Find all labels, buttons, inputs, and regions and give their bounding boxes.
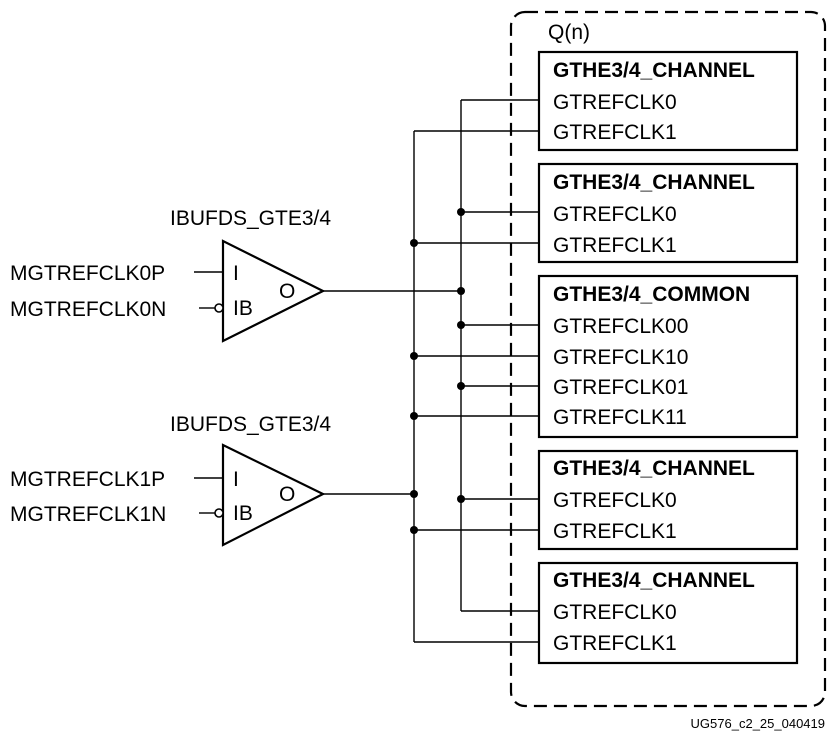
buffer-0-pin-i: I — [233, 262, 239, 285]
buffer-0-pin-o: O — [279, 280, 295, 303]
block-1-title: GTHE3/4_CHANNEL — [553, 171, 755, 194]
buffer-0-input-p: MGTREFCLK0P — [10, 262, 165, 285]
block-3-title: GTHE3/4_CHANNEL — [553, 457, 755, 480]
block-3-pin-1: GTREFCLK1 — [553, 520, 677, 543]
ibufds-1: IBUFDS_GTE3/4 I IB O MGTREFCLK1P MGTREFC… — [10, 413, 331, 547]
ibufds-0: IBUFDS_GTE3/4 I IB O MGTREFCLK0P MGTREFC… — [10, 207, 331, 343]
buffer-1-input-n: MGTREFCLK1N — [10, 503, 166, 526]
quad-boundary — [509, 10, 827, 708]
buffer-1-pin-ib: IB — [233, 502, 253, 525]
buffer-0-input-n: MGTREFCLK0N — [10, 298, 166, 321]
clock-wires — [323, 99, 539, 643]
block-1-pin-1: GTREFCLK1 — [553, 234, 677, 257]
buffer-1-pin-i: I — [233, 468, 239, 491]
block-2-pin-3: GTREFCLK11 — [553, 406, 687, 429]
buffer-1-pin-o: O — [279, 483, 295, 506]
channel-block-4 — [537, 561, 799, 665]
block-4-pin-1: GTREFCLK1 — [553, 632, 677, 655]
figure-id: UG576_c2_25_040419 — [691, 716, 825, 731]
block-2-pin-1: GTREFCLK10 — [553, 346, 688, 369]
buffer-0-triangle — [221, 239, 326, 343]
block-2-title: GTHE3/4_COMMON — [553, 283, 750, 306]
block-1-pin-0: GTREFCLK0 — [553, 203, 677, 226]
channel-block-3 — [537, 449, 799, 551]
channel-block-0 — [537, 50, 799, 152]
inversion-bubble — [214, 508, 224, 518]
block-2-pin-2: GTREFCLK01 — [553, 376, 688, 399]
inversion-bubble — [214, 303, 224, 313]
buffer-1-triangle — [221, 443, 326, 547]
block-3-pin-0: GTREFCLK0 — [553, 489, 677, 512]
block-4-pin-0: GTREFCLK0 — [553, 601, 677, 624]
buffer-0-name: IBUFDS_GTE3/4 — [170, 207, 331, 230]
block-0-pin-1: GTREFCLK1 — [553, 121, 677, 144]
block-0-title: GTHE3/4_CHANNEL — [553, 59, 755, 82]
block-0-pin-0: GTREFCLK0 — [553, 91, 677, 114]
buffer-1-name: IBUFDS_GTE3/4 — [170, 413, 331, 436]
quad-label: Q(n) — [548, 21, 590, 44]
channel-block-1 — [537, 162, 799, 264]
junction-dots — [410, 208, 465, 534]
buffer-0-pin-ib: IB — [233, 297, 253, 320]
buffer-1-input-p: MGTREFCLK1P — [10, 468, 165, 491]
block-2-pin-0: GTREFCLK00 — [553, 315, 688, 338]
block-4-title: GTHE3/4_CHANNEL — [553, 569, 755, 592]
